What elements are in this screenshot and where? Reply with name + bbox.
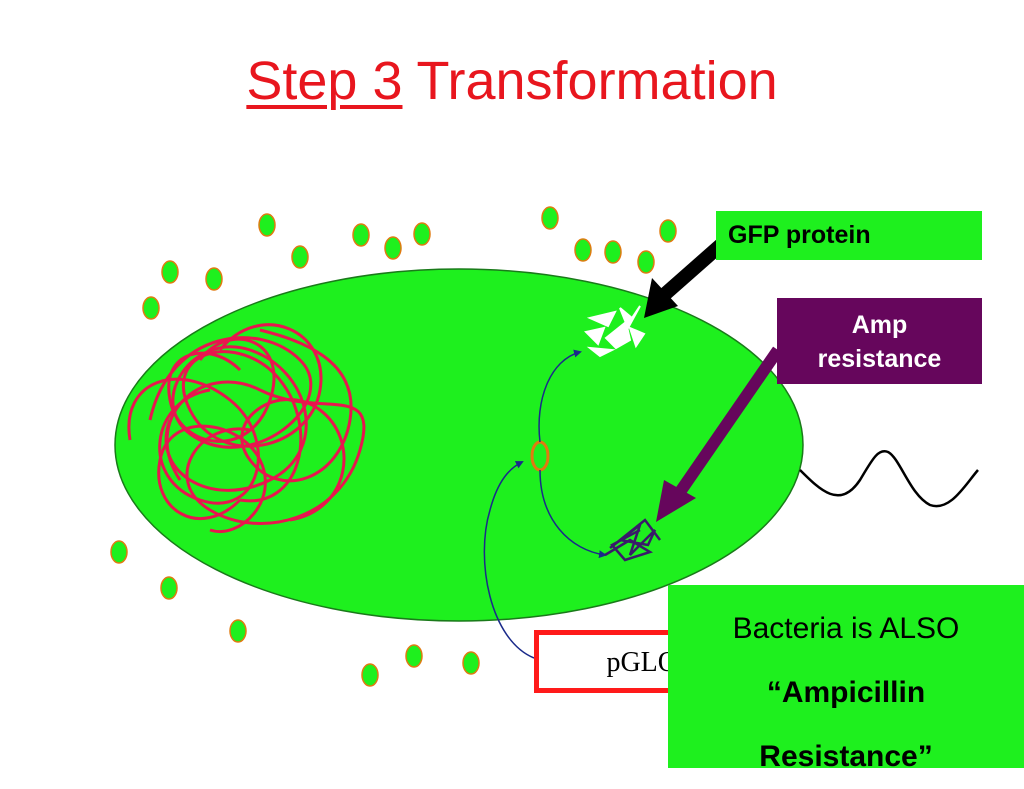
bacterial-chromosome	[127, 323, 366, 533]
external-dna-strand	[799, 450, 979, 508]
molecule-dot	[405, 644, 423, 668]
molecule-dot	[637, 250, 655, 274]
amp-label-line1: Amp	[851, 311, 908, 339]
gfp-protein-cluster	[584, 305, 646, 358]
molecule-dot	[229, 619, 247, 643]
molecule-dot	[142, 296, 160, 320]
molecule-dot	[110, 540, 128, 564]
molecule-dot	[604, 240, 622, 264]
molecule-dot	[161, 260, 179, 284]
molecule-dot	[659, 219, 677, 243]
molecule-dot	[541, 206, 559, 230]
molecule-dot	[361, 663, 379, 687]
title-step-number: Step 3	[246, 51, 403, 111]
amp-label-line2: resistance	[817, 345, 942, 373]
molecule-dot	[462, 651, 480, 675]
gfp-protein-label: GFP protein	[716, 211, 982, 260]
resistance-note-line2: “Ampicillin	[766, 676, 926, 709]
molecule-dot	[205, 267, 223, 291]
molecule-dot	[384, 236, 402, 260]
molecule-dot	[291, 245, 309, 269]
molecule-dot	[352, 223, 370, 247]
slide-title: Step 3 Transformation	[0, 51, 1024, 111]
arrow-plasmid-to-gfp	[538, 349, 582, 443]
gene-expression-arrows	[483, 349, 607, 659]
extracellular-molecules	[110, 206, 677, 687]
molecule-dot	[574, 238, 592, 262]
amp-pointer-arrow	[656, 346, 783, 522]
resistance-note: Bacteria is ALSO “Ampicillin Resistance”	[668, 585, 1024, 773]
gfp-pointer-arrow	[644, 237, 728, 318]
molecule-dot	[258, 213, 276, 237]
amp-resistance-label: Amp resistance	[777, 298, 982, 384]
molecule-dot	[160, 576, 178, 600]
title-text: Transformation	[416, 51, 778, 111]
pglo-plasmid-label: pGLO	[534, 630, 693, 693]
transformation-diagram	[110, 206, 979, 687]
resistance-note-line3: Resistance”	[759, 740, 933, 773]
arrow-plasmid-to-amp	[539, 469, 607, 559]
resistance-note-line1: Bacteria is ALSO	[732, 612, 960, 645]
molecule-dot	[413, 222, 431, 246]
amp-resistance-protein	[604, 518, 661, 562]
arrow-pglo-to-plasmid	[483, 461, 535, 659]
